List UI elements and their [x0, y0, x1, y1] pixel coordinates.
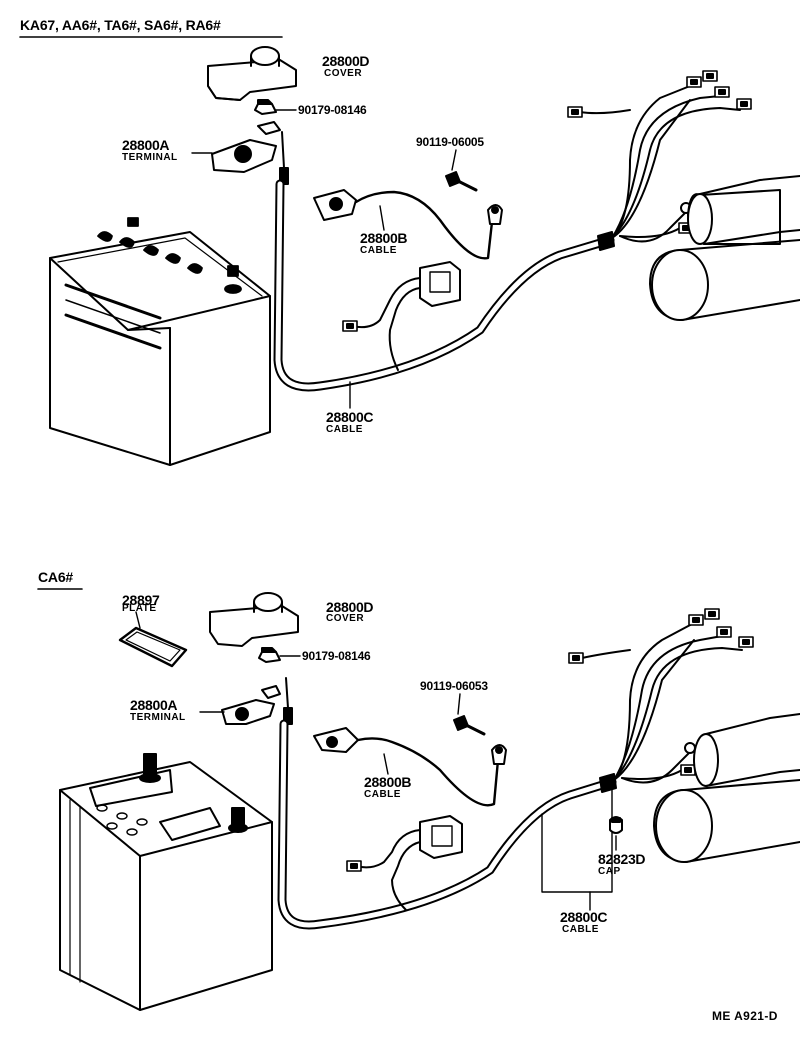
- cable-b-2-number: 28800B: [364, 774, 412, 790]
- starter-2: [653, 713, 800, 863]
- cable-c-1: [273, 70, 752, 409]
- cable-c-1-number: 28800C: [326, 409, 374, 425]
- bolt-2-number: 90119-06053: [420, 679, 488, 693]
- cover-2-desc: COVER: [326, 613, 365, 624]
- section2-title: CA6#: [38, 569, 73, 585]
- cover-1-desc: COVER: [324, 68, 363, 79]
- relay-harness-2: [346, 815, 463, 911]
- section1-artwork: [19, 36, 800, 466]
- cable-c-1-desc: CABLE: [326, 424, 363, 435]
- battery-1: [49, 217, 271, 466]
- terminal-1-desc: TERMINAL: [122, 152, 178, 163]
- cover-1-number: 28800D: [322, 53, 370, 69]
- plate-2-desc: PLATE: [122, 603, 157, 614]
- cable-b-2-desc: CABLE: [364, 789, 401, 800]
- cable-c-2-number: 28800C: [560, 909, 608, 925]
- cover-2-number: 28800D: [326, 599, 374, 615]
- cap-2-number: 82823D: [598, 851, 646, 867]
- nut-2-number: 90179-08146: [302, 649, 371, 663]
- cable-b-1-desc: CABLE: [360, 245, 397, 256]
- cable-c-2-desc: CABLE: [562, 924, 599, 935]
- terminal-1: [191, 121, 281, 173]
- nut-1: [254, 99, 297, 115]
- bolt-1: [445, 149, 478, 192]
- battery-2: [59, 753, 273, 1011]
- cable-c-2: [277, 608, 754, 930]
- plate-2-number: 28897: [122, 592, 160, 608]
- terminal-2-number: 28800A: [130, 697, 178, 713]
- terminal-1-number: 28800A: [122, 137, 170, 153]
- starter-1: [649, 175, 800, 321]
- bolt-2: [453, 693, 486, 736]
- section2-artwork: [37, 588, 800, 1011]
- bolt-1-number: 90119-06005: [416, 135, 484, 149]
- terminal-2: [199, 685, 281, 725]
- relay-harness-1: [342, 261, 461, 371]
- cover-2: [209, 592, 299, 647]
- drawing-code: ME A921-D: [712, 1009, 778, 1023]
- cap-2-desc: CAP: [598, 866, 621, 877]
- cap-2: [609, 816, 623, 851]
- cable-b-1: [313, 189, 503, 260]
- section1-title: KA67, AA6#, TA6#, SA6#, RA6#: [20, 17, 221, 33]
- cable-b-2: [313, 727, 507, 807]
- plate-2: [118, 611, 188, 668]
- nut-1-number: 90179-08146: [298, 103, 367, 117]
- cover-1: [207, 46, 297, 101]
- cable-b-1-number: 28800B: [360, 230, 408, 246]
- terminal-2-desc: TERMINAL: [130, 712, 186, 723]
- nut-2: [258, 647, 301, 663]
